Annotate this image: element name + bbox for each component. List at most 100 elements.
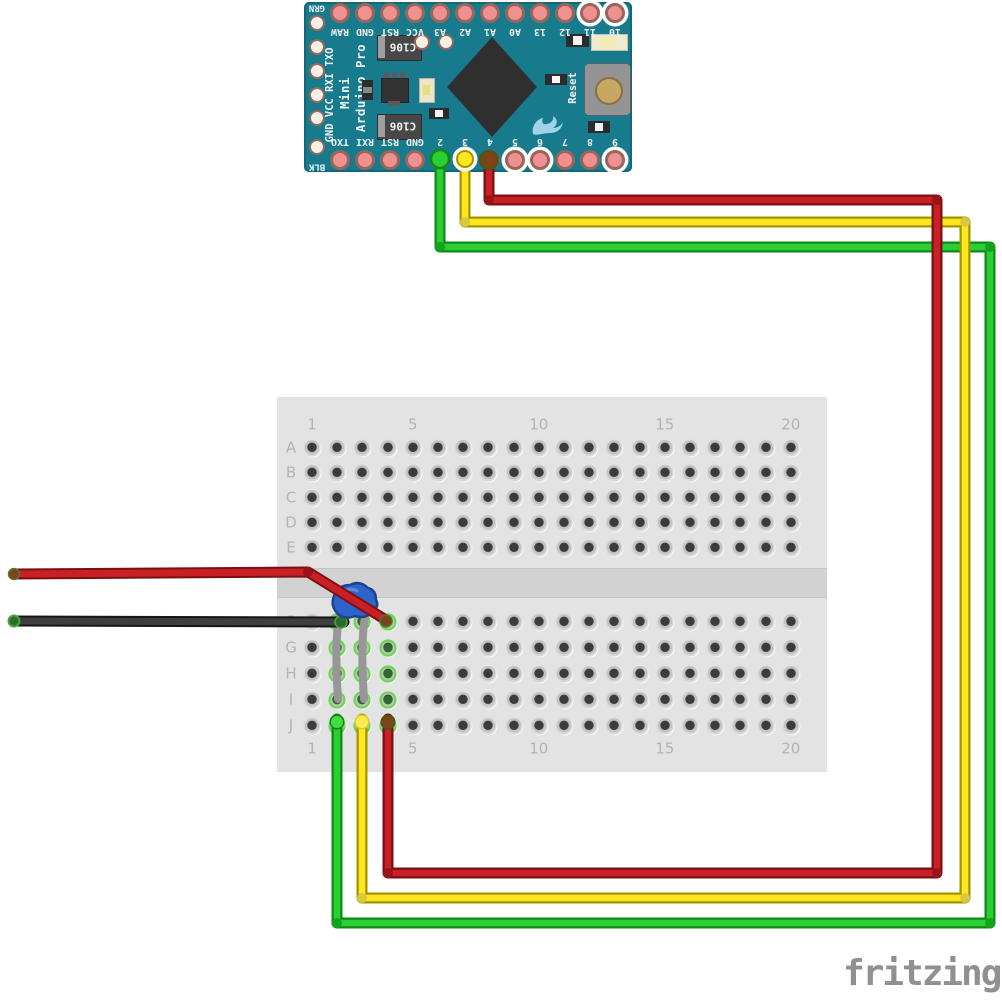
breadboard-hole <box>454 665 472 683</box>
breadboard-hole <box>656 613 674 631</box>
breadboard-hole <box>631 691 649 709</box>
breadboard-hole <box>328 489 346 507</box>
breadboard-hole <box>404 691 422 709</box>
breadboard-hole <box>454 489 472 507</box>
breadboard-hole <box>605 439 623 457</box>
breadboard-hole <box>479 665 497 683</box>
breadboard-hole <box>379 514 397 532</box>
breadboard-hole <box>454 514 472 532</box>
breadboard-hole <box>605 539 623 557</box>
red-wire-end <box>379 614 393 628</box>
smd-capacitor <box>362 80 373 100</box>
breadboard-hole <box>303 691 321 709</box>
row-label-E: E <box>286 538 296 557</box>
ftdi-pin <box>309 139 325 155</box>
breadboard-hole <box>580 489 598 507</box>
pin-bottom-5 <box>505 150 525 170</box>
breadboard-hole <box>303 514 321 532</box>
breadboard-hole <box>782 464 800 482</box>
breadboard-hole <box>731 665 749 683</box>
breadboard-hole <box>479 539 497 557</box>
breadboard-hole <box>631 639 649 657</box>
ic-leg <box>392 72 397 79</box>
breadboard-hole <box>631 539 649 557</box>
breadboard-hole <box>404 717 422 735</box>
smd-body <box>363 87 372 93</box>
breadboard-hole <box>454 639 472 657</box>
ftdi-pin <box>309 87 325 103</box>
breadboard-hole <box>530 539 548 557</box>
breadboard-hole <box>429 539 447 557</box>
pin-top-A1 <box>480 3 500 23</box>
breadboard-hole <box>706 613 724 631</box>
breadboard-hole <box>379 439 397 457</box>
breadboard-hole <box>782 539 800 557</box>
breadboard-hole <box>757 539 775 557</box>
breadboard-hole <box>429 613 447 631</box>
breadboard-hole <box>555 613 573 631</box>
breadboard-hole <box>530 489 548 507</box>
pin-bottom-TXO <box>330 150 350 170</box>
highlighted-hole-ring <box>379 665 397 683</box>
column-number-top: 20 <box>781 415 801 434</box>
black-wire <box>7 614 350 629</box>
column-number-top: 1 <box>307 415 317 434</box>
red-wire-end <box>7 567 21 581</box>
breadboard-hole <box>555 514 573 532</box>
breadboard-hole <box>631 439 649 457</box>
breadboard-hole <box>757 639 775 657</box>
breadboard-hole <box>681 489 699 507</box>
black-wire-end <box>7 614 21 628</box>
ic-leg <box>400 72 405 79</box>
breadboard-hole <box>681 691 699 709</box>
breadboard-hole <box>454 691 472 709</box>
smd-resistor <box>566 34 589 47</box>
column-number-bottom: 5 <box>408 739 418 758</box>
breadboard-hole <box>404 539 422 557</box>
highlighted-hole-center <box>383 695 393 705</box>
resistor-body <box>435 110 443 117</box>
breadboard-hole <box>656 539 674 557</box>
breadboard-hole <box>782 665 800 683</box>
pin-bottom-RST <box>380 150 400 170</box>
row-label-A: A <box>285 438 297 457</box>
breadboard-hole <box>706 691 724 709</box>
breadboard-hole <box>656 514 674 532</box>
pin-bottom-6 <box>530 150 550 170</box>
breadboard-hole <box>328 514 346 532</box>
breadboard-hole <box>757 514 775 532</box>
breadboard-hole <box>379 489 397 507</box>
breadboard-hole <box>706 717 724 735</box>
breadboard-hole <box>580 717 598 735</box>
breadboard-hole <box>404 464 422 482</box>
breadboard-hole <box>505 489 523 507</box>
pin-top-13 <box>530 3 550 23</box>
column-number-bottom: 15 <box>655 739 675 758</box>
smd-resistor <box>545 74 567 85</box>
breadboard-hole <box>454 717 472 735</box>
red-wire-left <box>7 566 393 628</box>
row-label-C: C <box>285 488 297 507</box>
breadboard-hole <box>605 514 623 532</box>
breadboard-hole <box>605 613 623 631</box>
breadboard-hole <box>303 717 321 735</box>
breadboard-hole <box>505 464 523 482</box>
breadboard-hole <box>303 665 321 683</box>
breadboard-hole <box>731 691 749 709</box>
pin-top-12 <box>555 3 575 23</box>
breadboard-hole <box>656 665 674 683</box>
breadboard-hole <box>731 514 749 532</box>
breadboard-hole <box>429 514 447 532</box>
pin-top-GND <box>355 3 375 23</box>
breadboard-hole <box>303 639 321 657</box>
breadboard-hole <box>530 514 548 532</box>
pin-top-A3 <box>430 3 450 23</box>
smd-led <box>419 78 435 103</box>
breadboard-hole <box>757 439 775 457</box>
breadboard-hole <box>706 539 724 557</box>
breadboard-hole <box>706 514 724 532</box>
breadboard-hole <box>656 691 674 709</box>
breadboard-hole <box>303 539 321 557</box>
breadboard-hole <box>303 464 321 482</box>
